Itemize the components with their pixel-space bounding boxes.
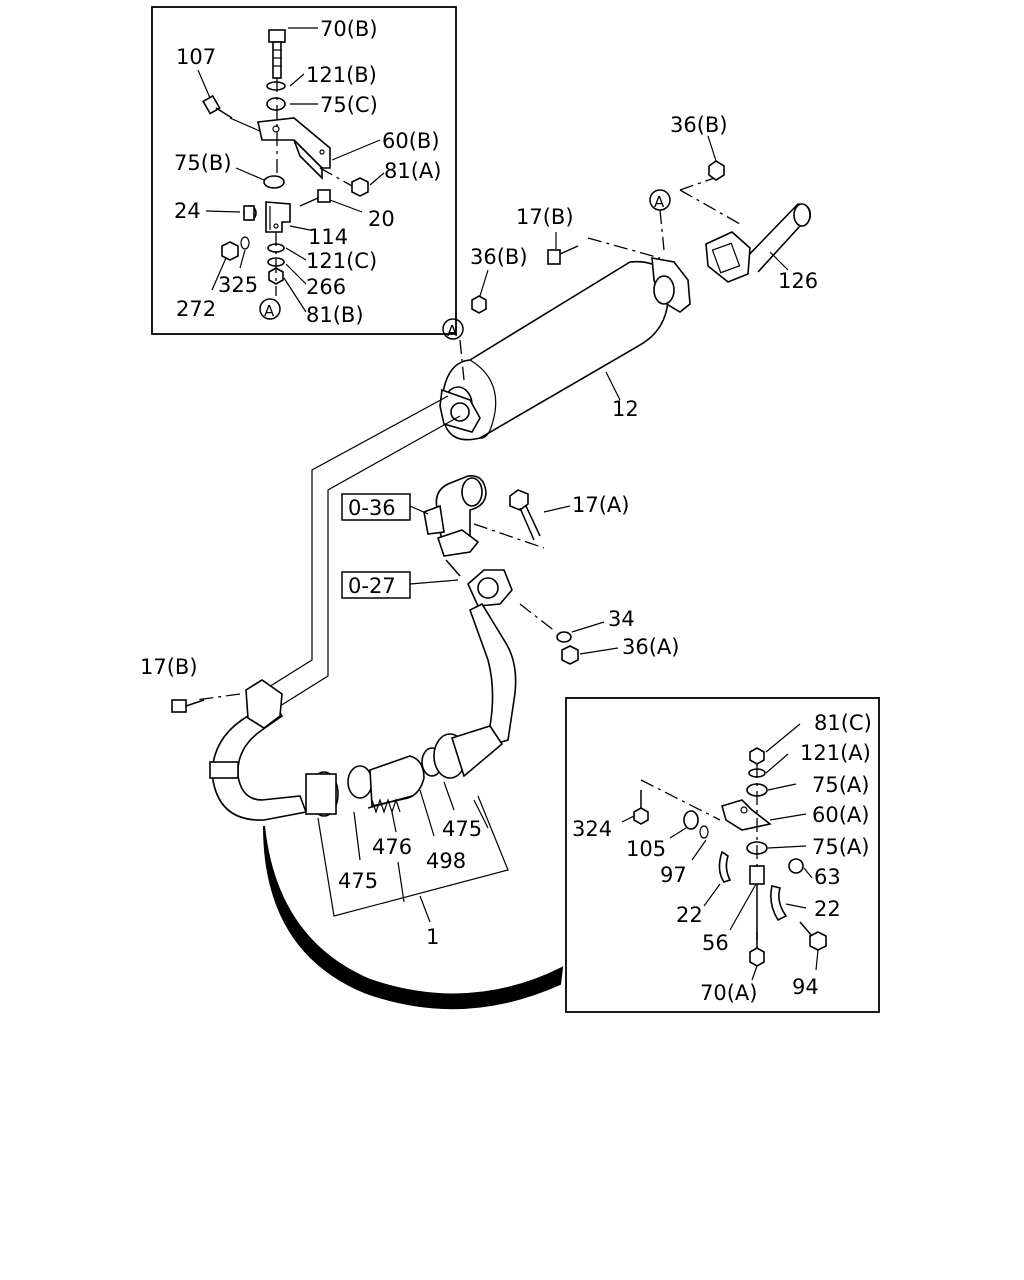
label-121b: 121(B): [306, 63, 377, 87]
label-22-right: 22: [814, 897, 841, 921]
label-81c: 81(C): [814, 711, 872, 735]
label-027: 0-27: [348, 574, 396, 598]
label-ref-a-tail: A: [654, 193, 665, 211]
inset-pointer-arc: [263, 825, 564, 1010]
bushing-24: [243, 205, 257, 221]
label-94: 94: [792, 975, 819, 999]
washer-34: [556, 631, 572, 643]
label-63: 63: [814, 865, 841, 889]
label-60b: 60(B): [382, 129, 440, 153]
bolt-20: [299, 189, 331, 207]
label-475-right: 475: [442, 817, 482, 841]
bolt-107: [202, 94, 263, 133]
nut-272: [221, 241, 239, 261]
ref-box-036: [341, 493, 411, 521]
washer-121b: [266, 81, 286, 91]
label-56: 56: [702, 931, 729, 955]
muffler-assembly: [439, 135, 812, 441]
label-476: 476: [372, 835, 412, 859]
label-126: 126: [778, 269, 818, 293]
label-ref-a-inset: A: [264, 302, 275, 320]
label-272: 272: [176, 297, 216, 321]
label-475-left: 475: [338, 869, 378, 893]
nut-36a: [561, 645, 579, 665]
clamp-22-right: [770, 885, 788, 922]
label-17b-lower: 17(B): [140, 655, 198, 679]
label-81b: 81(B): [306, 303, 364, 327]
ref-box-027: [341, 571, 411, 599]
nut-81a: [319, 167, 369, 197]
label-34: 34: [608, 607, 635, 631]
label-266: 266: [306, 275, 346, 299]
label-24: 24: [174, 199, 201, 223]
label-97: 97: [660, 863, 687, 887]
bracket-60a: [721, 799, 772, 831]
label-036: 0-36: [348, 496, 396, 520]
label-17a: 17(A): [572, 493, 629, 517]
washer-75c: [266, 97, 286, 111]
nut-81c: [749, 747, 765, 765]
label-1: 1: [426, 925, 439, 949]
washer-75b: [263, 175, 285, 189]
label-107: 107: [176, 45, 216, 69]
label-81a: 81(A): [384, 159, 441, 183]
label-75a-upper: 75(A): [812, 773, 869, 797]
bushing-105: [683, 810, 699, 830]
label-ref-a-muffler: A: [447, 322, 458, 340]
label-36b-upper: 36(B): [670, 113, 728, 137]
label-75c: 75(C): [320, 93, 378, 117]
label-22-left: 22: [676, 903, 703, 927]
label-70a: 70(A): [700, 981, 757, 1005]
label-114: 114: [308, 225, 348, 249]
spring-476: [367, 795, 413, 814]
nut-36b-lower: [471, 295, 487, 314]
part-labels: 70(B) 107 121(B) 75(C) 60(B) 75(B) 81(A)…: [140, 17, 872, 1005]
label-17b-upper: 17(B): [516, 205, 574, 229]
bolt-70b: [268, 29, 286, 79]
ref-a-circle-inset: [259, 298, 281, 320]
label-36a: 36(A): [622, 635, 679, 659]
label-121c: 121(C): [306, 249, 377, 273]
intermediate-pipe-outline: [195, 395, 461, 707]
clamp-22-left: [718, 850, 732, 883]
ref-a-circle-muffler: [442, 318, 464, 340]
label-324: 324: [572, 817, 612, 841]
label-20: 20: [368, 207, 395, 231]
inset-upper-hanger: [151, 6, 457, 335]
bolt-324: [633, 779, 721, 825]
bolt-17b-lower: [171, 699, 205, 713]
label-70b: 70(B): [320, 17, 378, 41]
clip-97: [699, 825, 709, 839]
bracket-60b: [257, 117, 331, 180]
label-498: 498: [426, 849, 466, 873]
label-12: 12: [612, 397, 639, 421]
bushing-63: [788, 858, 804, 874]
label-75a-lower: 75(A): [812, 835, 869, 859]
label-36b-lower: 36(B): [470, 245, 528, 269]
bolt-17b-upper: [547, 232, 579, 265]
label-105: 105: [626, 837, 666, 861]
label-60a: 60(A): [812, 803, 869, 827]
nut-36b-upper: [708, 160, 725, 181]
bracket-114: [265, 201, 291, 233]
label-121a: 121(A): [800, 741, 871, 765]
bolt-94: [799, 921, 827, 951]
bolt-17a: [509, 489, 541, 541]
front-pipe-assembly: [171, 475, 619, 1010]
clamp-56: [749, 865, 765, 940]
label-75b: 75(B): [174, 151, 232, 175]
bolt-70a: [749, 932, 765, 967]
clip-325: [240, 236, 250, 250]
inset-lower-hanger: [565, 697, 880, 1013]
label-325: 325: [218, 273, 258, 297]
